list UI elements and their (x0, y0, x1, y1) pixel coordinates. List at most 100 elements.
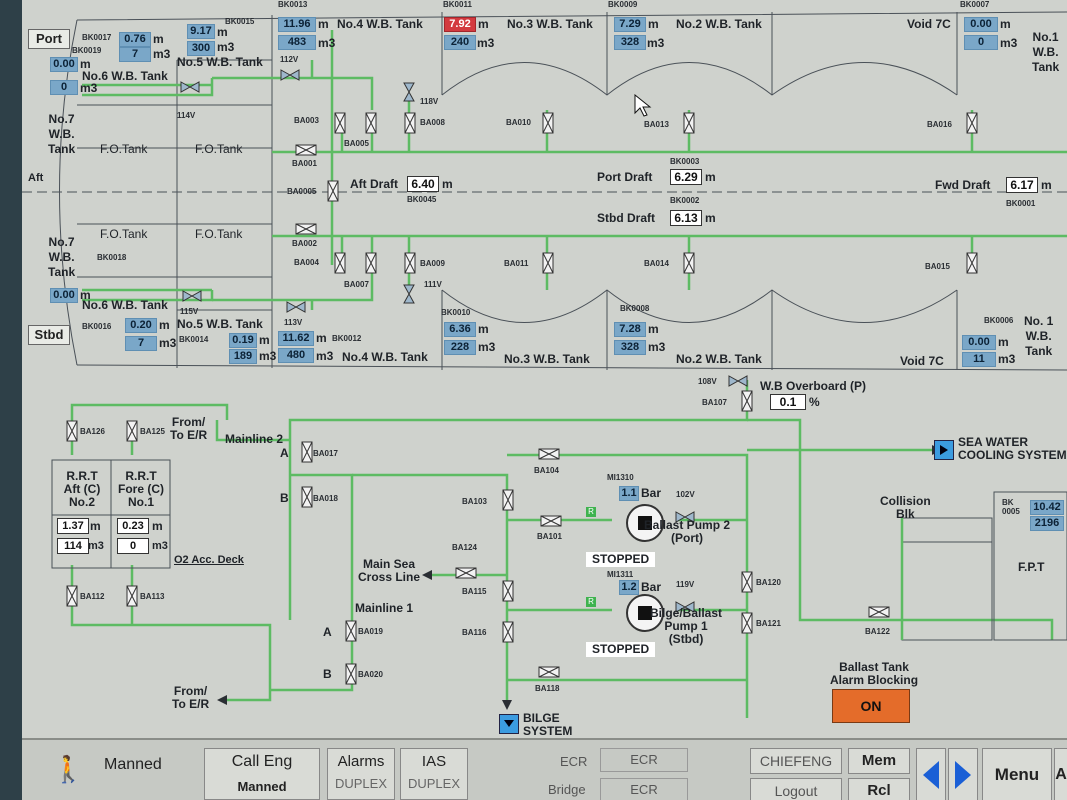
valve-ba115[interactable] (502, 580, 514, 607)
logout-button[interactable]: Logout (750, 778, 842, 800)
valve-ba002[interactable] (295, 222, 317, 241)
port-no5-tank: No.5 W.B. Tank (177, 55, 263, 69)
tag-bk0003: BK0003 (670, 157, 700, 166)
valve-ba126[interactable] (66, 420, 78, 447)
valve-ba020[interactable] (345, 663, 357, 690)
valve-ba003[interactable] (334, 112, 346, 139)
valve-112v[interactable] (280, 68, 300, 87)
ecr-label: ECR (560, 754, 588, 769)
fo-tank-3: F.O.Tank (100, 227, 148, 241)
call-eng-button[interactable]: Call Eng Manned (204, 748, 320, 800)
rcl-button[interactable]: Rcl (848, 778, 910, 800)
nav-left-button[interactable] (916, 748, 946, 800)
label-ba004: BA004 (294, 258, 319, 267)
sea-water-arrow-icon[interactable] (934, 440, 954, 460)
valve-ba016[interactable] (966, 112, 978, 139)
ias-button[interactable]: IAS DUPLEX (400, 748, 468, 800)
label-115v: 115V (180, 307, 199, 316)
port-no3-volume: 240 (444, 35, 476, 50)
valve-114v[interactable] (180, 80, 200, 99)
label-118v: 118V (420, 97, 439, 106)
stbd-no3-level: 6.36 (444, 322, 476, 337)
pump1-pressure: 1.2 (619, 580, 639, 595)
from-to-er-lower: From/To E/R (172, 684, 210, 711)
valve-118v[interactable] (402, 82, 416, 107)
valve-ba001[interactable] (295, 143, 317, 162)
menu-button[interactable]: Menu (982, 748, 1052, 800)
valve-111v[interactable] (402, 284, 416, 309)
line-a-upper: A (280, 446, 289, 460)
valve-ba125[interactable] (126, 420, 138, 447)
pump2-run-indicator[interactable]: R (586, 507, 596, 517)
valve-ba004[interactable] (334, 252, 346, 279)
unit-m3: m3 (648, 340, 666, 354)
valve-ba014[interactable] (683, 252, 695, 279)
valve-115v[interactable] (182, 289, 202, 308)
valve-ba124[interactable] (455, 566, 477, 585)
valve-ba120[interactable] (741, 571, 753, 598)
fwd-draft-label: Fwd Draft (935, 178, 991, 192)
rrt-fore-vol-unit: m3 (152, 540, 168, 552)
ecr-value: ECR (600, 748, 688, 772)
pump2-name[interactable]: Ballast Pump 2(Port) (644, 518, 731, 545)
valve-ba017[interactable] (301, 441, 313, 468)
valve-ba0005[interactable] (327, 180, 339, 207)
unit-m3: m3 (316, 349, 334, 363)
tag-bk0018: BK0018 (97, 253, 127, 262)
valve-ba011[interactable] (542, 252, 554, 279)
a-button[interactable]: A (1054, 748, 1067, 800)
valve-ba018[interactable] (301, 486, 313, 513)
port-side-label: Port (28, 29, 70, 49)
valve-ba103[interactable] (502, 489, 514, 516)
tag-bk0015: BK0015 (225, 17, 255, 26)
rrt-aft-volume: 114 (57, 538, 89, 554)
valve-ba122[interactable] (868, 605, 890, 624)
valve-ba010[interactable] (542, 112, 554, 139)
tag-bk0012: BK0012 (332, 334, 362, 343)
valve-ba113[interactable] (126, 585, 138, 612)
valve-ba008[interactable] (404, 112, 416, 139)
valve-ba013[interactable] (683, 112, 695, 139)
valve-113v[interactable] (286, 300, 306, 319)
pump2-status: STOPPED (586, 552, 656, 567)
bilge-arrow-icon[interactable] (499, 714, 519, 734)
pump1-run-indicator[interactable]: R (586, 597, 596, 607)
nav-right-button[interactable] (948, 748, 978, 800)
valve-ba007[interactable] (365, 252, 377, 279)
label-ba118: BA118 (535, 684, 560, 693)
alarm-blocking-on-button[interactable]: ON (832, 689, 910, 723)
stbd-aft-volume: 7 (125, 336, 157, 351)
label-ba116: BA116 (462, 628, 487, 637)
valve-ba116[interactable] (502, 621, 514, 648)
valve-108v[interactable] (728, 374, 748, 393)
valve-ba101[interactable] (540, 514, 562, 533)
valve-ba118[interactable] (538, 665, 560, 684)
user-chiefeng[interactable]: CHIEFENG (750, 748, 842, 774)
pump-2-symbol (626, 504, 664, 542)
valve-ba121[interactable] (741, 612, 753, 639)
bridge-label: Bridge (548, 782, 586, 797)
valve-ba019[interactable] (345, 620, 357, 647)
valve-ba015[interactable] (966, 252, 978, 279)
mouse-cursor-icon (634, 94, 652, 117)
valve-ba104[interactable] (538, 447, 560, 466)
valve-ba009[interactable] (404, 252, 416, 279)
label-ba107: BA107 (702, 398, 727, 407)
alarms-button[interactable]: Alarms DUPLEX (327, 748, 395, 800)
valve-ba005[interactable] (365, 112, 377, 139)
stbd-no4-tank: No.4 W.B. Tank (342, 350, 428, 364)
rrt-aft-unit: m (90, 519, 101, 533)
valve-102v[interactable] (675, 510, 695, 529)
stbd-aft-level: 0.20 (125, 318, 157, 333)
mem-button[interactable]: Mem (848, 748, 910, 774)
valve-ba107[interactable] (741, 390, 753, 417)
valve-ba112[interactable] (66, 585, 78, 612)
valve-119v[interactable] (675, 600, 695, 619)
unit-m: m (478, 322, 489, 336)
overboard-unit: % (809, 395, 820, 409)
